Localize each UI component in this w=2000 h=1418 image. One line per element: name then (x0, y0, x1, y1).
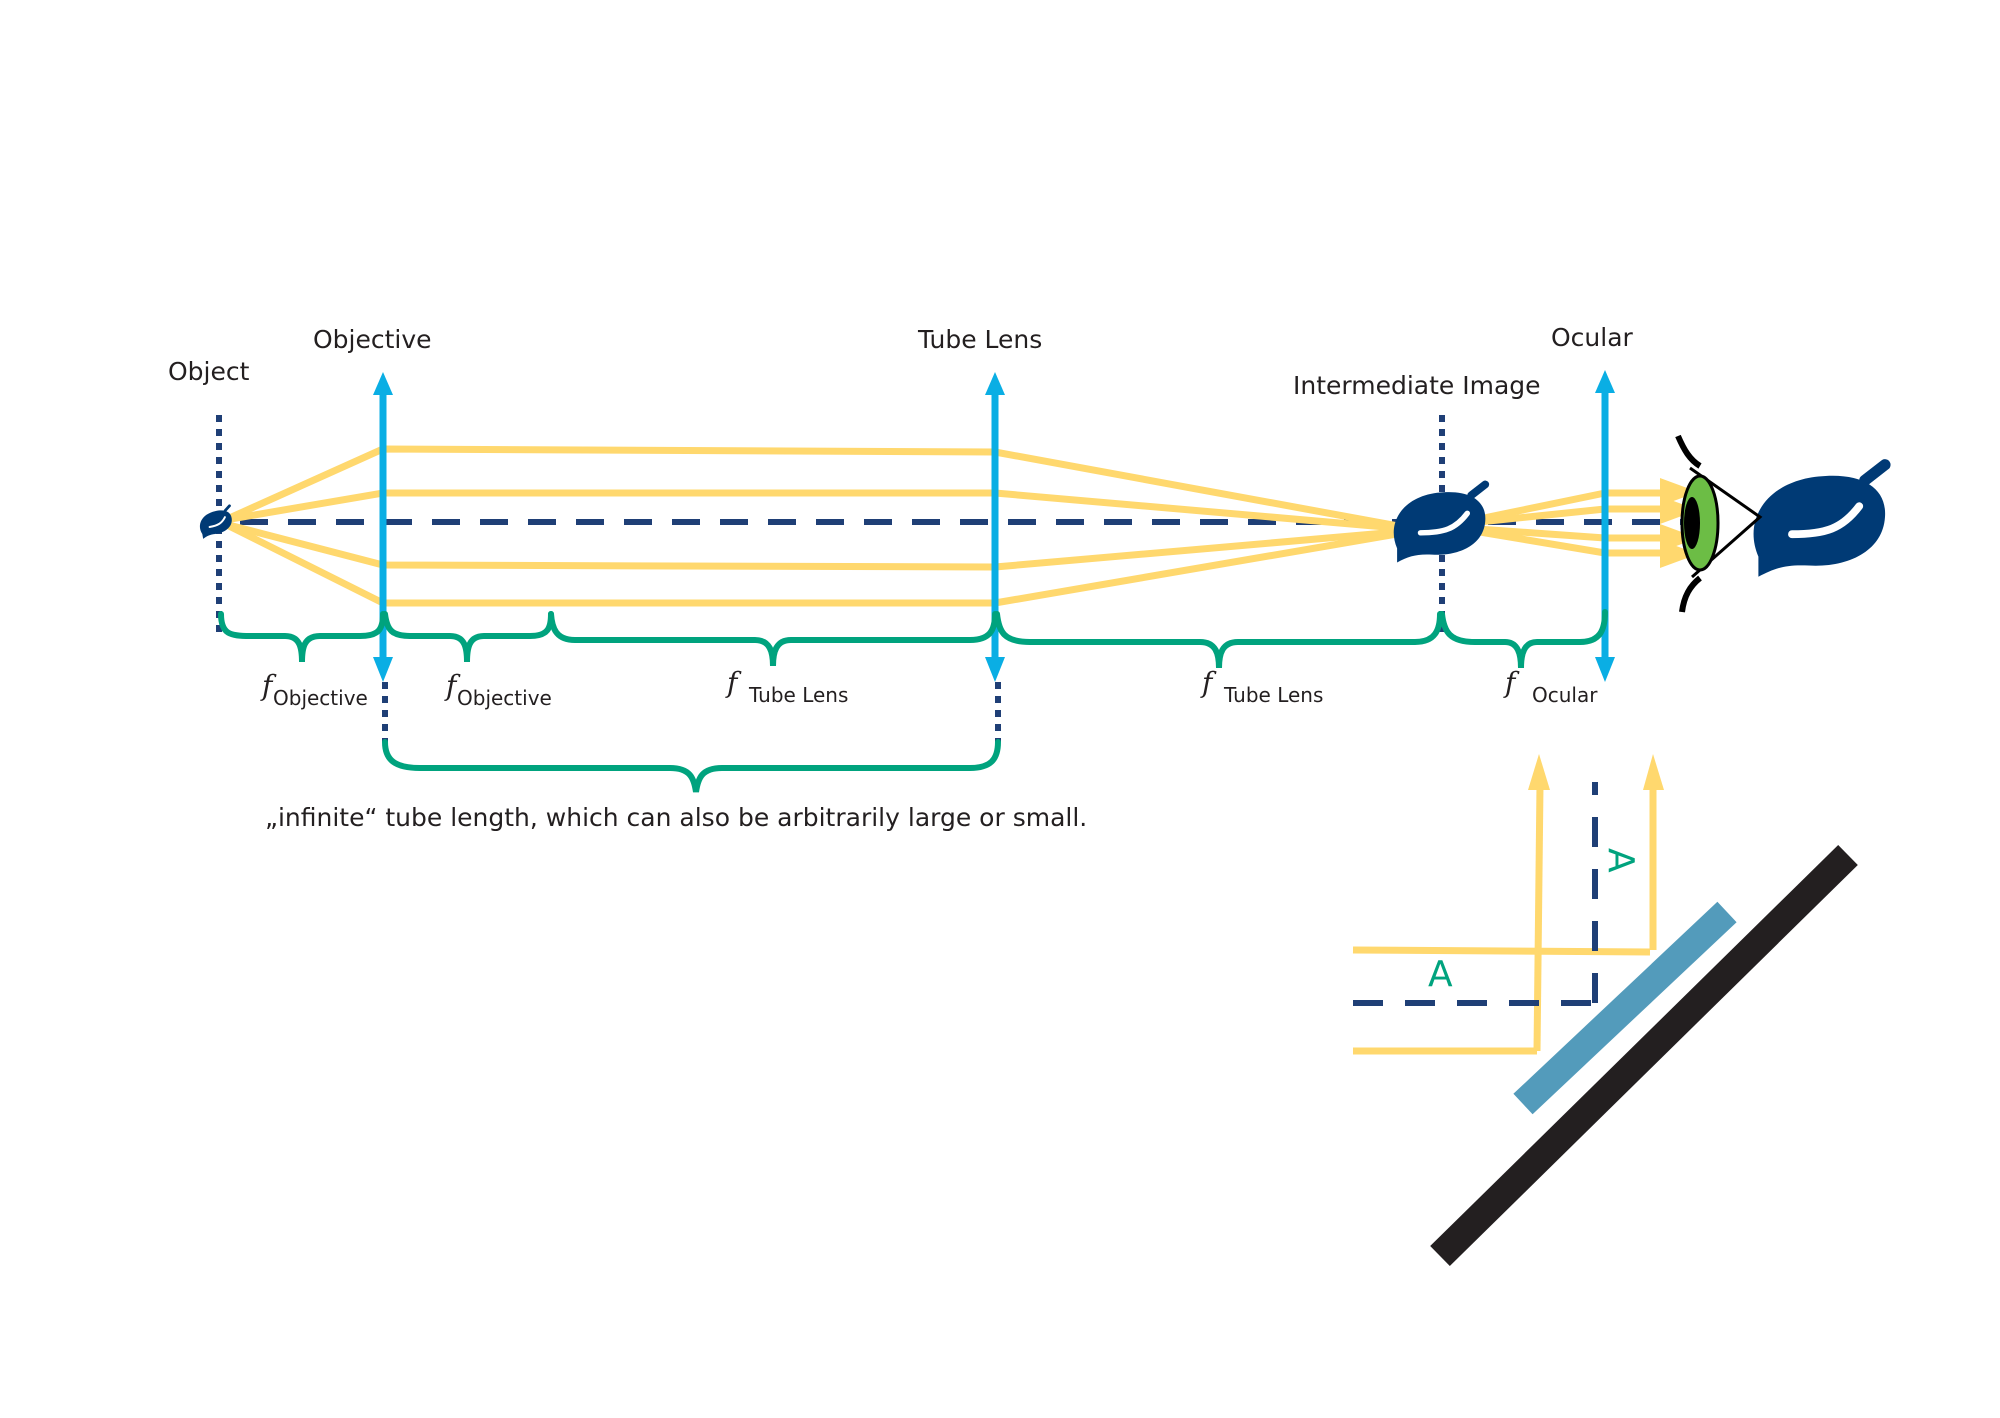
focal-subscript: Objective (457, 686, 552, 710)
focal-brackets (218, 609, 1608, 793)
lens-arrow-down (373, 657, 393, 682)
focal-label-4: f Tube Lens (1200, 666, 1323, 707)
glass-plate (1513, 901, 1737, 1115)
ray-arrowhead (1660, 496, 1698, 524)
focal-symbol: f (725, 666, 742, 699)
focal-label-3: f Tube Lens (725, 666, 848, 707)
eye-icon (1675, 434, 1763, 613)
focal-label-2: f Objective (444, 669, 552, 710)
eye-cone (1689, 466, 1763, 579)
lens-arrow-down (1595, 657, 1615, 682)
bracket-infinite-tube-length (382, 739, 1001, 793)
infinite-tube-length-caption: „infinite“ tube length, which can also b… (265, 803, 1087, 832)
ray-arrowheads (1660, 478, 1698, 568)
reflected-ray-left (1533, 784, 1544, 1052)
ray-3 (224, 520, 1421, 571)
lower-eyelid (1679, 575, 1702, 613)
reflected-ray-arrowhead (1643, 754, 1664, 790)
pupil (1684, 497, 1700, 549)
focal-subscript: Ocular (1532, 683, 1598, 707)
label-a-horizontal: A (1428, 954, 1453, 995)
object-leaf-icon (195, 504, 236, 541)
bracket-f-objective-1 (218, 611, 386, 663)
incoming-ray-upper (1352, 946, 1651, 956)
lens-arrow-up (985, 372, 1005, 395)
light-rays (223, 445, 1670, 607)
ray-1 (223, 445, 1421, 534)
virtual-image-leaf-icon (1754, 465, 1886, 577)
lens-arrow-up (373, 372, 393, 395)
intermediate-image-leaf-icon (1394, 484, 1486, 562)
ray-arrowhead (1660, 478, 1698, 506)
label-a-vertical: A (1600, 848, 1641, 873)
bracket-f-tube-lens-2 (994, 611, 1443, 669)
label-object: Object (168, 357, 250, 386)
focal-symbol: f (1200, 666, 1217, 699)
upper-eyelid (1675, 434, 1702, 469)
focal-subscript: Objective (273, 686, 368, 710)
ray-2 (224, 489, 1421, 534)
label-intermediate-image: Intermediate Image (1293, 371, 1541, 400)
mirror (1430, 845, 1858, 1266)
label-tube-lens: Tube Lens (917, 325, 1042, 354)
ray-4 (223, 520, 1421, 607)
focal-subscript: Tube Lens (1223, 683, 1323, 707)
bracket-f-tube-lens-1 (548, 611, 998, 667)
mirror-reflection-diagram: A A (1352, 754, 1858, 1266)
bracket-f-objective-2 (382, 611, 554, 663)
bracket-f-ocular (1439, 609, 1608, 669)
lens-arrow-down (985, 657, 1005, 682)
label-objective: Objective (313, 325, 432, 354)
focal-symbol: f (1503, 666, 1520, 699)
focal-label-5: f Ocular (1503, 666, 1598, 707)
lens-arrow-up (1595, 370, 1615, 393)
label-ocular: Ocular (1551, 323, 1634, 352)
focal-label-1: f Objective (260, 669, 368, 710)
reflected-ray-arrowhead (1528, 754, 1550, 790)
ray-arrowhead (1660, 540, 1698, 568)
focal-subscript: Tube Lens (748, 683, 848, 707)
